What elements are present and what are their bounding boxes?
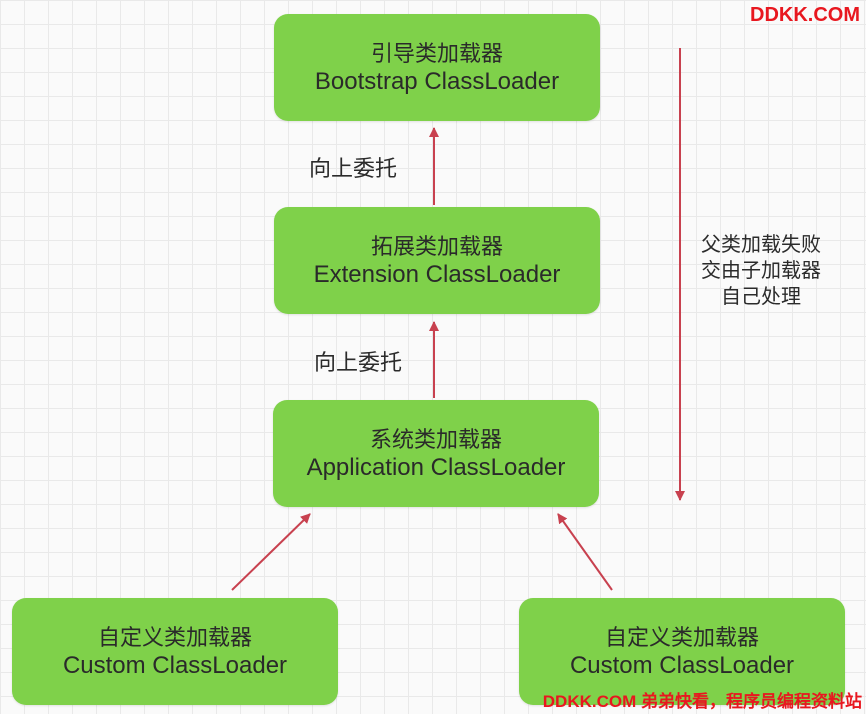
extension-classloader-node: 拓展类加载器 Extension ClassLoader xyxy=(274,207,600,314)
side-note-line-3: 自己处理 xyxy=(721,286,801,308)
application-cn-label: 系统类加载器 xyxy=(369,426,502,452)
delegation-failure-note: 父类加载失败 交由子加载器 自己处理 xyxy=(676,232,846,310)
bootstrap-en-label: Bootstrap ClassLoader xyxy=(314,67,560,95)
application-en-label: Application ClassLoader xyxy=(306,453,566,481)
watermark-bottom: DDKK.COM 弟弟快看，程序员编程资料站 xyxy=(542,692,862,711)
side-note-line-1: 父类加载失败 xyxy=(701,234,821,256)
application-classloader-node: 系统类加载器 Application ClassLoader xyxy=(273,400,599,507)
extension-en-label: Extension ClassLoader xyxy=(313,260,561,288)
custom-right-en-label: Custom ClassLoader xyxy=(569,651,795,679)
watermark-top: DDKK.COM xyxy=(750,4,860,26)
custom-left-cn-label: 自定义类加载器 xyxy=(97,624,252,650)
delegate-up-label-app: 向上委托 xyxy=(314,350,403,375)
arrow-custom-right-to-application xyxy=(557,513,613,591)
side-note-line-2: 交由子加载器 xyxy=(701,260,821,282)
custom-classloader-left-node: 自定义类加载器 Custom ClassLoader xyxy=(12,598,338,705)
custom-left-en-label: Custom ClassLoader xyxy=(62,651,288,679)
bootstrap-cn-label: 引导类加载器 xyxy=(370,40,503,66)
extension-cn-label: 拓展类加载器 xyxy=(370,233,503,259)
bootstrap-classloader-node: 引导类加载器 Bootstrap ClassLoader xyxy=(274,14,600,121)
arrow-custom-left-to-application xyxy=(231,513,311,591)
custom-right-cn-label: 自定义类加载器 xyxy=(604,624,759,650)
delegate-up-label-ext: 向上委托 xyxy=(309,156,398,181)
custom-classloader-right-node: 自定义类加载器 Custom ClassLoader xyxy=(519,598,845,705)
